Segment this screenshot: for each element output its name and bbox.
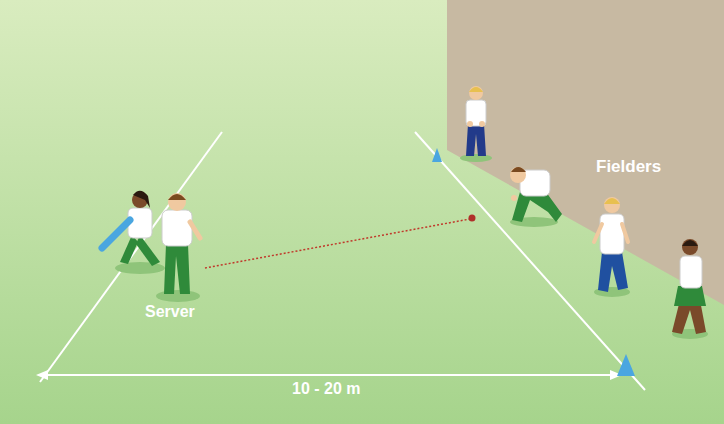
group-label: Fielders (596, 157, 661, 177)
ball (469, 215, 476, 222)
dimension-label: 10 - 20 m (292, 380, 360, 398)
dimension-line (44, 374, 614, 376)
field-line (40, 132, 222, 382)
role-label: Server (145, 303, 195, 321)
fielder-figure (594, 197, 630, 297)
fielder-figure (460, 86, 492, 162)
ball-path (205, 219, 470, 268)
arrow-head (36, 370, 48, 380)
server-figure (156, 193, 200, 302)
batter (102, 191, 165, 274)
fielder-figure (672, 239, 708, 339)
cone (617, 354, 635, 376)
fielder-figure (510, 167, 562, 227)
wall (447, 0, 724, 305)
cone (432, 148, 442, 162)
